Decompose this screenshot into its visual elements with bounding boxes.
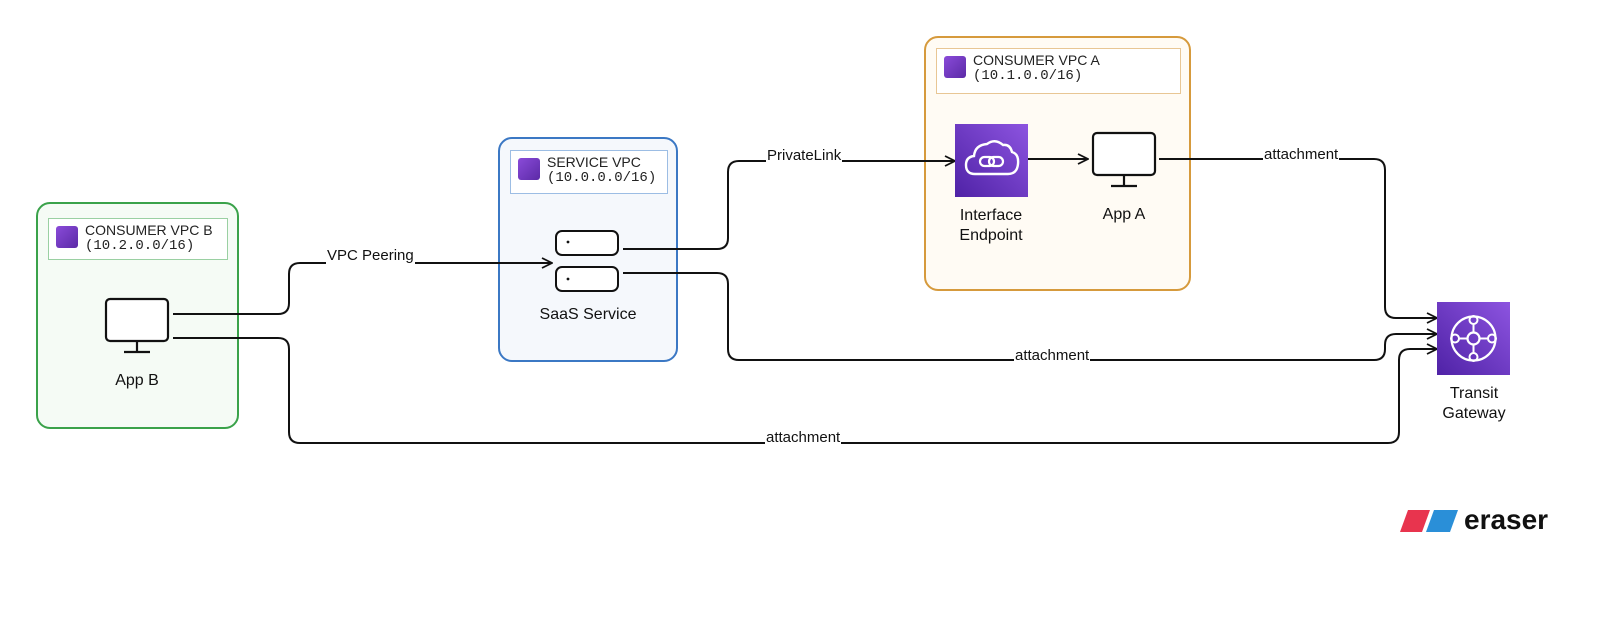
edge-app-b-attachment: [173, 337, 1437, 444]
consumer-vpc-b-group: CONSUMER VPC B (10.2.0.0/16): [36, 202, 239, 429]
eraser-wordmark: eraser: [1464, 504, 1549, 535]
consumer-vpc-a-header: CONSUMER VPC A (10.1.0.0/16): [936, 48, 1181, 94]
consumer-vpc-a-group: CONSUMER VPC A (10.1.0.0/16): [924, 36, 1191, 291]
eraser-brand[interactable]: eraser: [1400, 504, 1560, 536]
edge-label-app-a-attachment: attachment: [1263, 146, 1340, 163]
vpc-icon: [944, 56, 966, 78]
group-cidr: (10.2.0.0/16): [85, 238, 195, 254]
edge-label-saas-attachment: attachment: [1014, 347, 1091, 364]
group-title: CONSUMER VPC B: [85, 222, 213, 238]
vpc-icon: [56, 226, 78, 248]
group-cidr: (10.1.0.0/16): [973, 68, 1083, 84]
transit-gateway-icon: [1437, 302, 1510, 375]
vpc-icon: [518, 158, 540, 180]
server-icon: [555, 230, 619, 292]
group-title: SERVICE VPC: [547, 154, 641, 170]
edge-vpc-peering: [173, 263, 552, 315]
edge-label-vpc-peering: VPC Peering: [326, 247, 415, 264]
eraser-logo-icon: [1400, 510, 1458, 532]
app-b-label: App B: [115, 372, 159, 389]
edge-label-privatelink: PrivateLink: [766, 147, 843, 164]
consumer-vpc-b-header: CONSUMER VPC B (10.2.0.0/16): [48, 218, 228, 260]
interface-endpoint-label: Interface Endpoint: [931, 206, 1051, 246]
saas-service-label: SaaS Service: [539, 306, 637, 323]
transit-gateway-line1: Transit: [1449, 385, 1499, 402]
interface-endpoint-line2: Endpoint: [959, 227, 1023, 244]
app-a-label: App A: [1102, 206, 1146, 223]
edge-app-a-attachment: [1159, 158, 1437, 318]
transit-gateway-label: Transit Gateway: [1424, 384, 1524, 424]
service-vpc-header: SERVICE VPC (10.0.0.0/16): [510, 150, 668, 194]
transit-gateway-line2: Gateway: [1442, 405, 1506, 422]
privatelink-endpoint-icon: [955, 124, 1028, 197]
monitor-icon: [104, 297, 170, 354]
group-title: CONSUMER VPC A: [973, 52, 1100, 68]
edge-label-app-b-attachment: attachment: [765, 429, 842, 446]
monitor-icon: [1091, 131, 1157, 188]
edge-privatelink: [623, 161, 955, 250]
interface-endpoint-line1: Interface: [959, 207, 1023, 224]
group-cidr: (10.0.0.0/16): [547, 170, 657, 186]
